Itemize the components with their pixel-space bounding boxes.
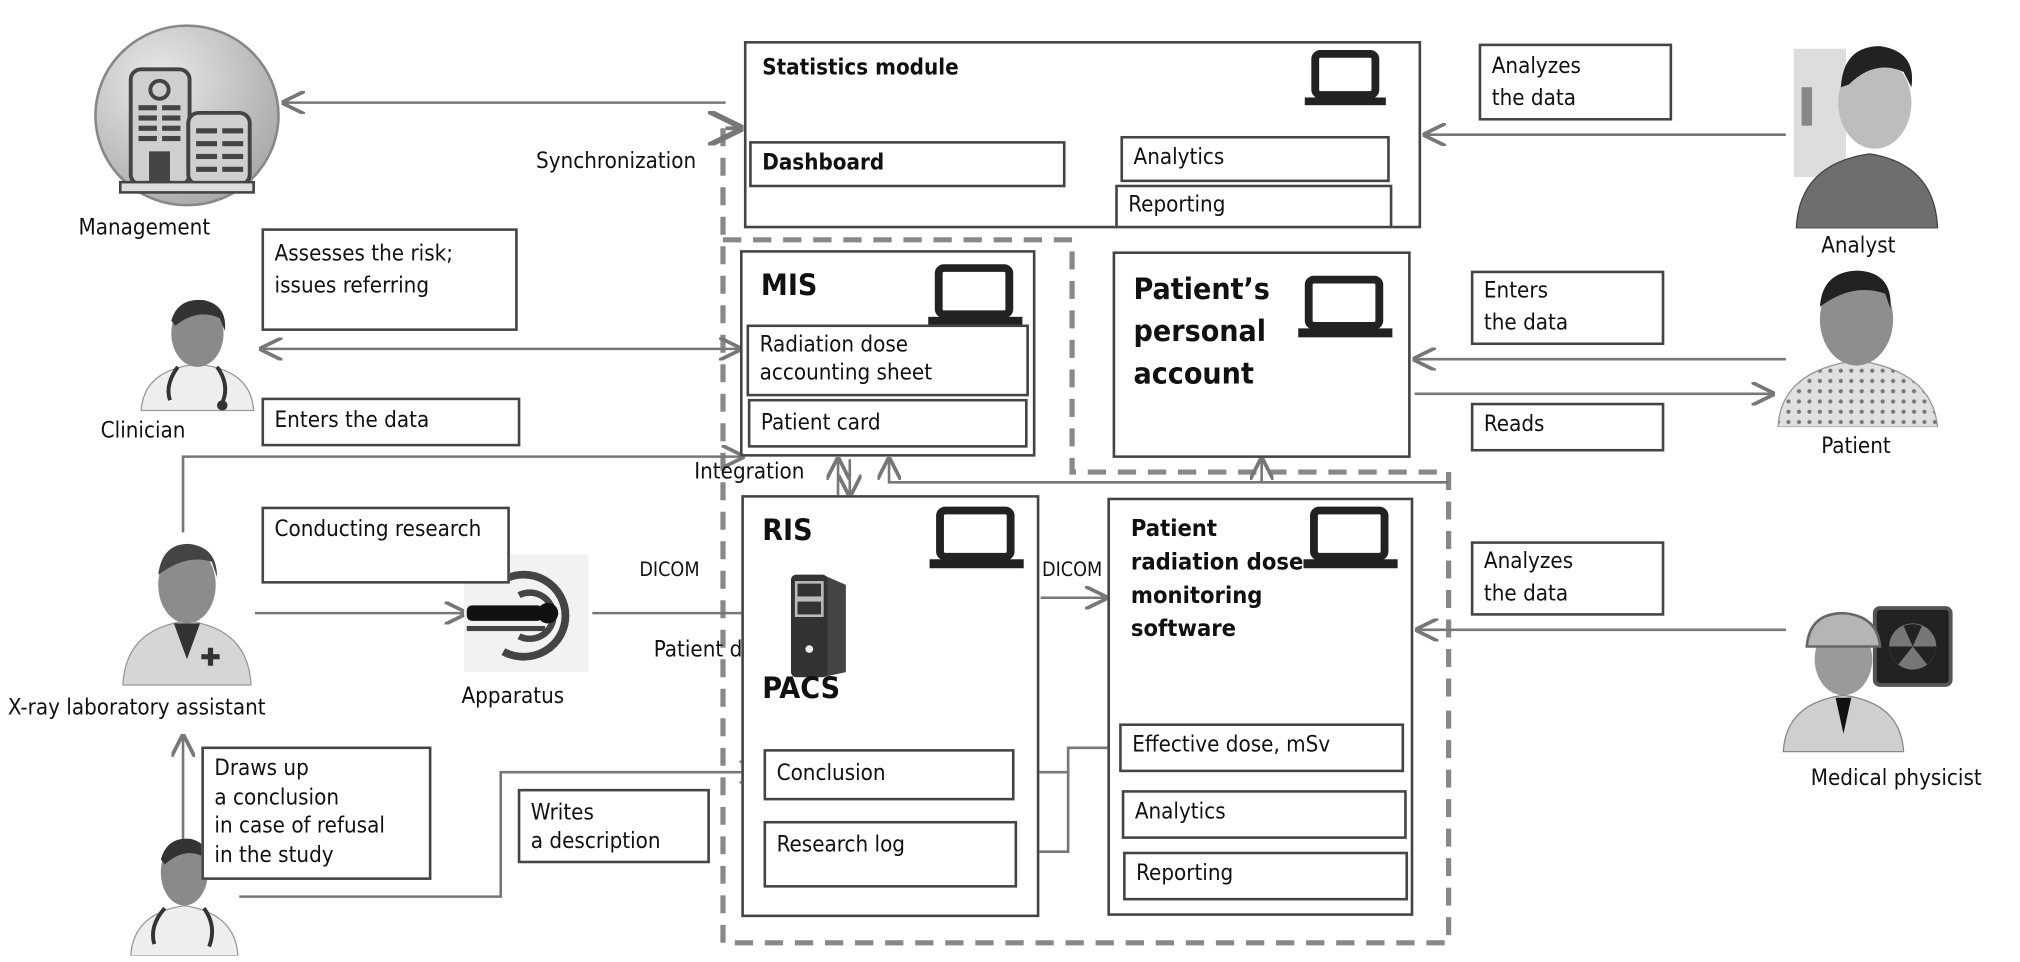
- mis-dose-accounting-sheet[interactable]: Radiation dose accounting sheet: [746, 324, 1029, 397]
- laptop-icon: [928, 264, 1023, 326]
- note-writes-description: Writes a description: [517, 788, 710, 864]
- statistics-module-title: Statistics module: [762, 55, 959, 81]
- ris-pacs-system[interactable]: RIS PACS Conclusion Research log: [741, 495, 1040, 918]
- laptop-icon: [929, 506, 1024, 569]
- xray-assistant-actor: [115, 536, 259, 690]
- analyst-label: Analyst: [1821, 233, 1896, 260]
- note-patient-reads: Reads: [1470, 402, 1665, 452]
- pacs-research-log[interactable]: Research log: [763, 820, 1018, 888]
- note-conducting-research: Conducting research: [261, 506, 510, 584]
- laptop-icon: [1298, 275, 1393, 338]
- pacs-title: PACS: [762, 672, 841, 706]
- clinician-writer-actor: [126, 834, 244, 957]
- dose-monitoring-software[interactable]: Patient radiation dose monitoring softwa…: [1107, 497, 1414, 916]
- arrow-dose-to-conclusion: [1013, 746, 1120, 772]
- patient-actor: [1773, 263, 1943, 428]
- pacs-conclusion[interactable]: Conclusion: [763, 749, 1015, 801]
- dose-reporting[interactable]: Reporting: [1123, 851, 1409, 901]
- medical-physicist-label: Medical physicist: [1810, 765, 1982, 792]
- note-assesses-risk: Assesses the risk; issues referring: [261, 228, 518, 331]
- label-synchronization: Synchronization: [536, 148, 697, 175]
- label-dicom-in: DICOM: [639, 557, 700, 582]
- note-clinician-enters-data: Enters the data: [261, 397, 521, 447]
- medical-assistant-icon: [122, 543, 252, 686]
- clinician-actor: [126, 295, 270, 417]
- statistics-analytics[interactable]: Analytics: [1120, 135, 1390, 183]
- doctor-stethoscope-icon: [130, 838, 239, 957]
- patient-personal-account[interactable]: Patient’s personal account: [1112, 251, 1411, 458]
- mis-title: MIS: [760, 269, 818, 303]
- doctor-stethoscope-icon: [140, 299, 255, 412]
- label-integration: Integration: [694, 459, 805, 485]
- patient-gown-icon: [1777, 270, 1939, 428]
- label-dicom-out: DICOM: [1041, 557, 1103, 582]
- dose-monitoring-title: Patient radiation dose monitoring softwa…: [1130, 515, 1304, 643]
- statistics-dashboard[interactable]: Dashboard: [749, 141, 1066, 188]
- physicist-radiation-icon: [1782, 606, 1953, 753]
- clinician-label: Clinician: [100, 418, 186, 444]
- laptop-icon: [1304, 50, 1386, 106]
- statistics-module[interactable]: Statistics module Dashboard Analytics Re…: [743, 41, 1422, 229]
- personal-account-title: Patient’s personal account: [1133, 273, 1270, 392]
- dashed-group-top: [722, 237, 1452, 706]
- management-label: Management: [78, 215, 211, 242]
- arrow-assistant-to-mis: [181, 457, 743, 533]
- xray-assistant-label: X-ray laboratory assistant: [7, 695, 266, 721]
- analyst-person-icon: [1793, 46, 1939, 229]
- note-patient-enters: Enters the data: [1470, 270, 1665, 346]
- note-physicist-analyzes: Analyzes the data: [1470, 541, 1665, 616]
- medical-physicist-actor: [1778, 600, 1956, 754]
- analyst-actor: [1789, 36, 1943, 229]
- dose-effective-dose[interactable]: Effective dose, mSv: [1119, 723, 1405, 773]
- dose-analytics[interactable]: Analytics: [1121, 790, 1407, 839]
- arrow-writer-to-conclusion: [239, 772, 761, 898]
- hospital-building-icon: [94, 24, 280, 207]
- server-tower-icon: [790, 574, 846, 678]
- note-draws-conclusion: Draws up a conclusion in case of refusal…: [201, 746, 432, 880]
- note-analyst-analyzes: Analyzes the data: [1478, 43, 1673, 121]
- statistics-reporting[interactable]: Reporting: [1115, 184, 1393, 229]
- patient-label: Patient: [1821, 433, 1891, 460]
- mis-patient-card[interactable]: Patient card: [747, 398, 1028, 448]
- apparatus-label: Apparatus: [461, 683, 565, 710]
- mis-system[interactable]: MIS Radiation dose accounting sheet Pati…: [739, 250, 1036, 457]
- laptop-icon: [1303, 506, 1398, 569]
- ct-scanner-icon: [466, 570, 570, 661]
- ris-title: RIS: [762, 514, 813, 548]
- management-actor: [89, 23, 285, 215]
